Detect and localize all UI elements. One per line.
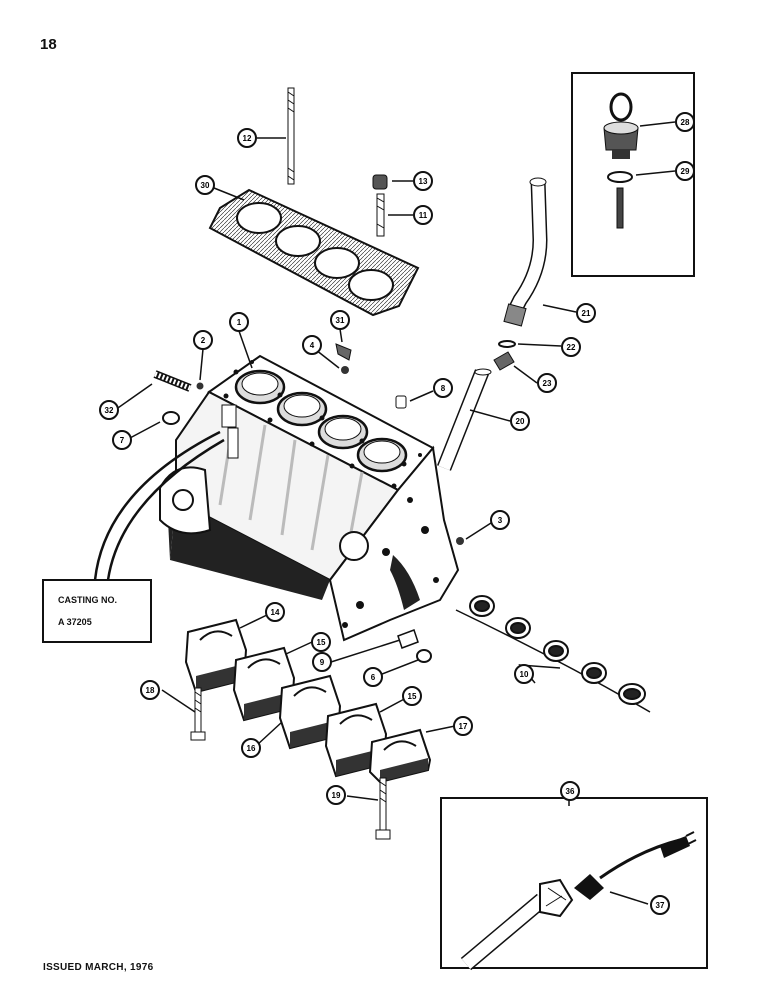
svg-text:6: 6 <box>371 673 376 682</box>
casting-number: A 37205 <box>58 617 92 627</box>
svg-text:30: 30 <box>201 181 210 190</box>
cap-bolt-19 <box>375 777 391 840</box>
svg-text:11: 11 <box>419 211 428 220</box>
callout-23: 23 <box>537 373 557 393</box>
svg-text:13: 13 <box>419 177 428 186</box>
callout-7: 7 <box>112 430 132 450</box>
svg-text:31: 31 <box>336 316 345 325</box>
svg-text:2: 2 <box>201 336 206 345</box>
callout-1: 1 <box>229 312 249 332</box>
bearing-cap-5 <box>368 728 432 784</box>
o-ring-7 <box>162 411 180 425</box>
callout-11: 11 <box>413 205 433 225</box>
casting-leader <box>93 430 221 581</box>
svg-text:10: 10 <box>520 670 529 679</box>
svg-text:3: 3 <box>498 516 503 525</box>
callout-14: 14 <box>265 602 285 622</box>
svg-text:4: 4 <box>310 341 315 350</box>
callout-31: 31 <box>330 310 350 330</box>
callout-22: 22 <box>561 337 581 357</box>
callout-17: 17 <box>453 716 473 736</box>
callout-9: 9 <box>312 652 332 672</box>
callout-37: 37 <box>650 895 670 915</box>
main-bearings <box>455 595 651 713</box>
svg-text:15: 15 <box>408 692 417 701</box>
callout-20: 20 <box>510 411 530 431</box>
callout-18: 18 <box>140 680 160 700</box>
callout-10: 10 <box>514 664 534 684</box>
svg-text:37: 37 <box>656 901 665 910</box>
plug-4 <box>341 366 349 374</box>
cap-bolt-18 <box>190 687 206 741</box>
callout-36: 36 <box>560 781 580 801</box>
svg-text:8: 8 <box>441 384 446 393</box>
plug-small <box>196 382 204 390</box>
page-number: 18 <box>40 36 57 53</box>
callout-28: 28 <box>675 112 695 132</box>
dowel-stud <box>376 193 385 237</box>
svg-text:7: 7 <box>120 436 125 445</box>
stud-32 <box>153 370 192 392</box>
svg-text:9: 9 <box>320 658 325 667</box>
oil-tube <box>437 368 492 471</box>
callout-2: 2 <box>193 330 213 350</box>
dowel-8 <box>395 395 407 409</box>
svg-text:17: 17 <box>459 722 468 731</box>
callout-13: 13 <box>413 171 433 191</box>
callout-3: 3 <box>490 510 510 530</box>
svg-text:15: 15 <box>317 638 326 647</box>
svg-text:23: 23 <box>543 379 552 388</box>
issued-date: ISSUED MARCH, 1976 <box>43 962 154 973</box>
head-stud-long <box>287 87 295 185</box>
callout-12: 12 <box>237 128 257 148</box>
svg-text:21: 21 <box>582 309 591 318</box>
callout-16: 16 <box>241 738 261 758</box>
block-heater-illustration <box>460 831 697 971</box>
svg-text:14: 14 <box>271 608 280 617</box>
callout-15-upper: 15 <box>311 632 331 652</box>
callout-bubbles: 12 13 11 30 28 29 21 22 23 20 1 2 31 4 8… <box>99 112 695 915</box>
callout-32: 32 <box>99 400 119 420</box>
callout-15-lower: 15 <box>402 686 422 706</box>
bearing-cap-2 <box>232 646 296 722</box>
bearing-cap-1 <box>184 618 248 694</box>
svg-text:1: 1 <box>237 318 242 327</box>
bearing-cap-3 <box>278 674 342 750</box>
svg-text:22: 22 <box>567 343 576 352</box>
svg-text:20: 20 <box>516 417 525 426</box>
cylinder-block <box>159 354 460 642</box>
dowel-sleeve <box>372 174 388 190</box>
callout-4: 4 <box>302 335 322 355</box>
head-gasket <box>208 188 420 317</box>
callout-19: 19 <box>326 785 346 805</box>
svg-text:18: 18 <box>146 686 155 695</box>
casting-number-box: CASTING NO. A 37205 <box>42 579 152 643</box>
seal-ring <box>498 340 516 348</box>
casting-label: CASTING NO. <box>58 595 118 605</box>
plug <box>493 351 515 371</box>
svg-text:19: 19 <box>332 791 341 800</box>
bolt-9 <box>397 629 419 649</box>
callout-6: 6 <box>363 667 383 687</box>
callout-8: 8 <box>433 378 453 398</box>
svg-text:12: 12 <box>243 134 252 143</box>
svg-text:29: 29 <box>681 167 690 176</box>
fitting-31 <box>335 343 352 361</box>
oil-filler-tube <box>503 177 548 327</box>
callout-30: 30 <box>195 175 215 195</box>
plug-3 <box>456 537 464 545</box>
callout-29: 29 <box>675 161 695 181</box>
svg-text:36: 36 <box>566 787 575 796</box>
svg-text:28: 28 <box>681 118 690 127</box>
svg-text:32: 32 <box>105 406 114 415</box>
filler-cap-illustration <box>603 92 639 229</box>
callout-21: 21 <box>576 303 596 323</box>
washer-6 <box>416 649 432 663</box>
svg-text:16: 16 <box>247 744 256 753</box>
